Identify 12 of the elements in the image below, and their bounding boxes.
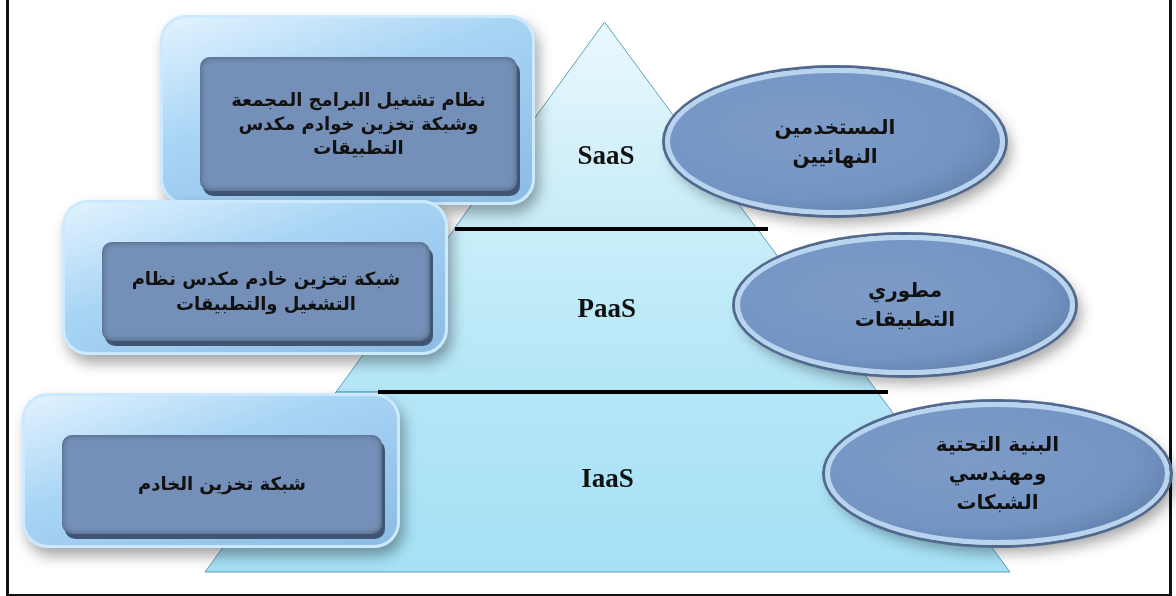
ellipse-text: مطوري التطبيقات <box>853 277 957 333</box>
ellipse-text: المستخدمين النهائيين <box>773 113 897 170</box>
box-text: نظام تشغيل البرامج المجمعة وشبكة تخزين خوادم مكدس التطبيقات <box>230 87 487 161</box>
tier-label: PaaS <box>577 293 636 324</box>
tier-label: IaaS <box>581 463 634 494</box>
bevel-box <box>160 15 535 205</box>
box-text: شبكة تخزين خادم مكدس نظام التشغيل والتطبيقات <box>130 267 402 316</box>
ellipse-text: البنية التحتية ومهندسي الشبكات <box>934 431 1061 516</box>
bevel-box <box>22 393 400 548</box>
bevel-box <box>62 200 448 355</box>
tier-label: SaaS <box>577 140 635 171</box>
box-text: شبكة تخزين الخادم <box>138 472 306 497</box>
